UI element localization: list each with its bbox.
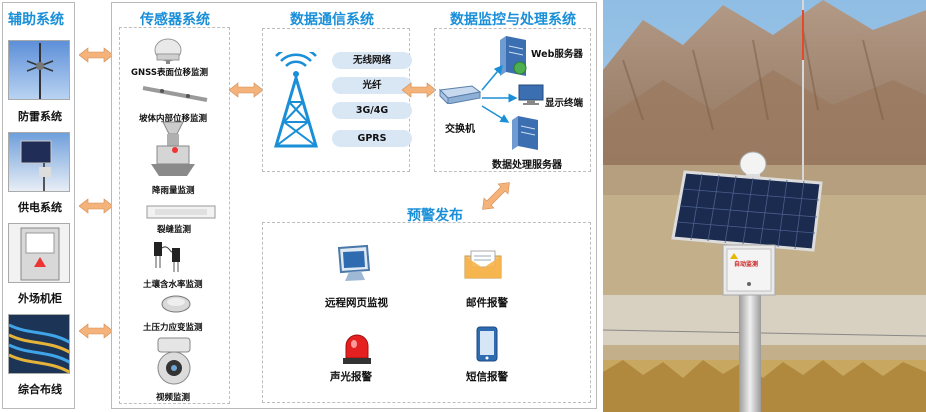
crack-meter-icon [146,205,216,219]
comm-channel-3g4g: 3G/4G [332,102,412,119]
double-arrow-4 [229,82,263,98]
double-arrow-3 [79,323,113,339]
sensors-title: 传感器系统 [140,12,210,28]
monitor-title: 数据监控与处理系统 [450,12,576,28]
double-arrow-5 [402,82,436,98]
comm-channel-wireless: 无线网络 [332,52,412,69]
sensor-label-pressure: 土压力应变监测 [143,323,203,333]
inclinometer-icon [142,86,208,102]
aux-label-lightning: 防雷系统 [18,110,62,123]
display-terminal-label: 显示终端 [545,98,584,109]
soil-moisture-icon [154,242,180,272]
site-photo-box-label: 自动监测 [734,261,759,268]
aux-title: 辅助系统 [8,12,64,28]
cabling-icon [8,314,70,374]
alert-box [262,222,591,403]
network-arrows [481,64,518,123]
alert-label-web: 远程网页监视 [325,297,388,309]
phone-icon [476,326,498,362]
rain-gauge-icon [151,121,195,176]
aux-label-cabling: 综合布线 [18,383,62,396]
pressure-cell-icon [161,295,191,313]
comm-box [262,28,410,172]
alert-label-mail: 邮件报警 [466,297,508,309]
alarm-light-icon [343,334,371,364]
gnss-antenna-icon [154,38,182,64]
double-arrow-2 [79,198,113,214]
radio-tower-icon [273,52,319,148]
sensor-label-soil: 土壤含水率监测 [143,280,203,290]
site-photo: 自动监测 [603,0,926,412]
solar-panel-icon [8,132,70,192]
comm-title: 数据通信系统 [290,12,374,28]
alert-label-sms: 短信报警 [466,371,508,383]
data-server-label: 数据处理服务器 [492,160,562,171]
comm-channel-fiber: 光纤 [332,77,412,94]
double-arrow-6 [482,182,510,210]
web-server-label: Web服务器 [531,49,583,60]
alert-label-alarm: 声光报警 [330,371,372,383]
sensor-label-gnss: GNSS表面位移监测 [131,68,208,78]
camera-icon [157,337,191,385]
switch-icon [438,85,482,104]
monitor-box [434,28,591,172]
display-terminal-icon [518,84,544,105]
cabinet-icon [8,223,70,283]
aux-label-solar: 供电系统 [18,201,62,214]
comm-channel-gprs: GPRS [332,130,412,147]
sensor-label-rain: 降雨量监测 [152,186,195,196]
double-arrow-1 [79,47,113,63]
sensor-label-video: 视频监测 [156,393,191,403]
switch-label: 交换机 [445,124,475,135]
alert-title: 预警发布 [407,208,463,224]
sensor-label-inclinometer: 坡体内部位移监测 [139,114,208,124]
data-server-icon [512,116,538,150]
sensors-box [119,27,230,404]
mail-icon [464,250,502,279]
monitor-icon [337,244,371,281]
lightning-rod-icon [8,40,70,100]
aux-label-cabinet: 外场机柜 [18,292,62,305]
sensor-label-crack: 裂缝监测 [157,225,192,235]
